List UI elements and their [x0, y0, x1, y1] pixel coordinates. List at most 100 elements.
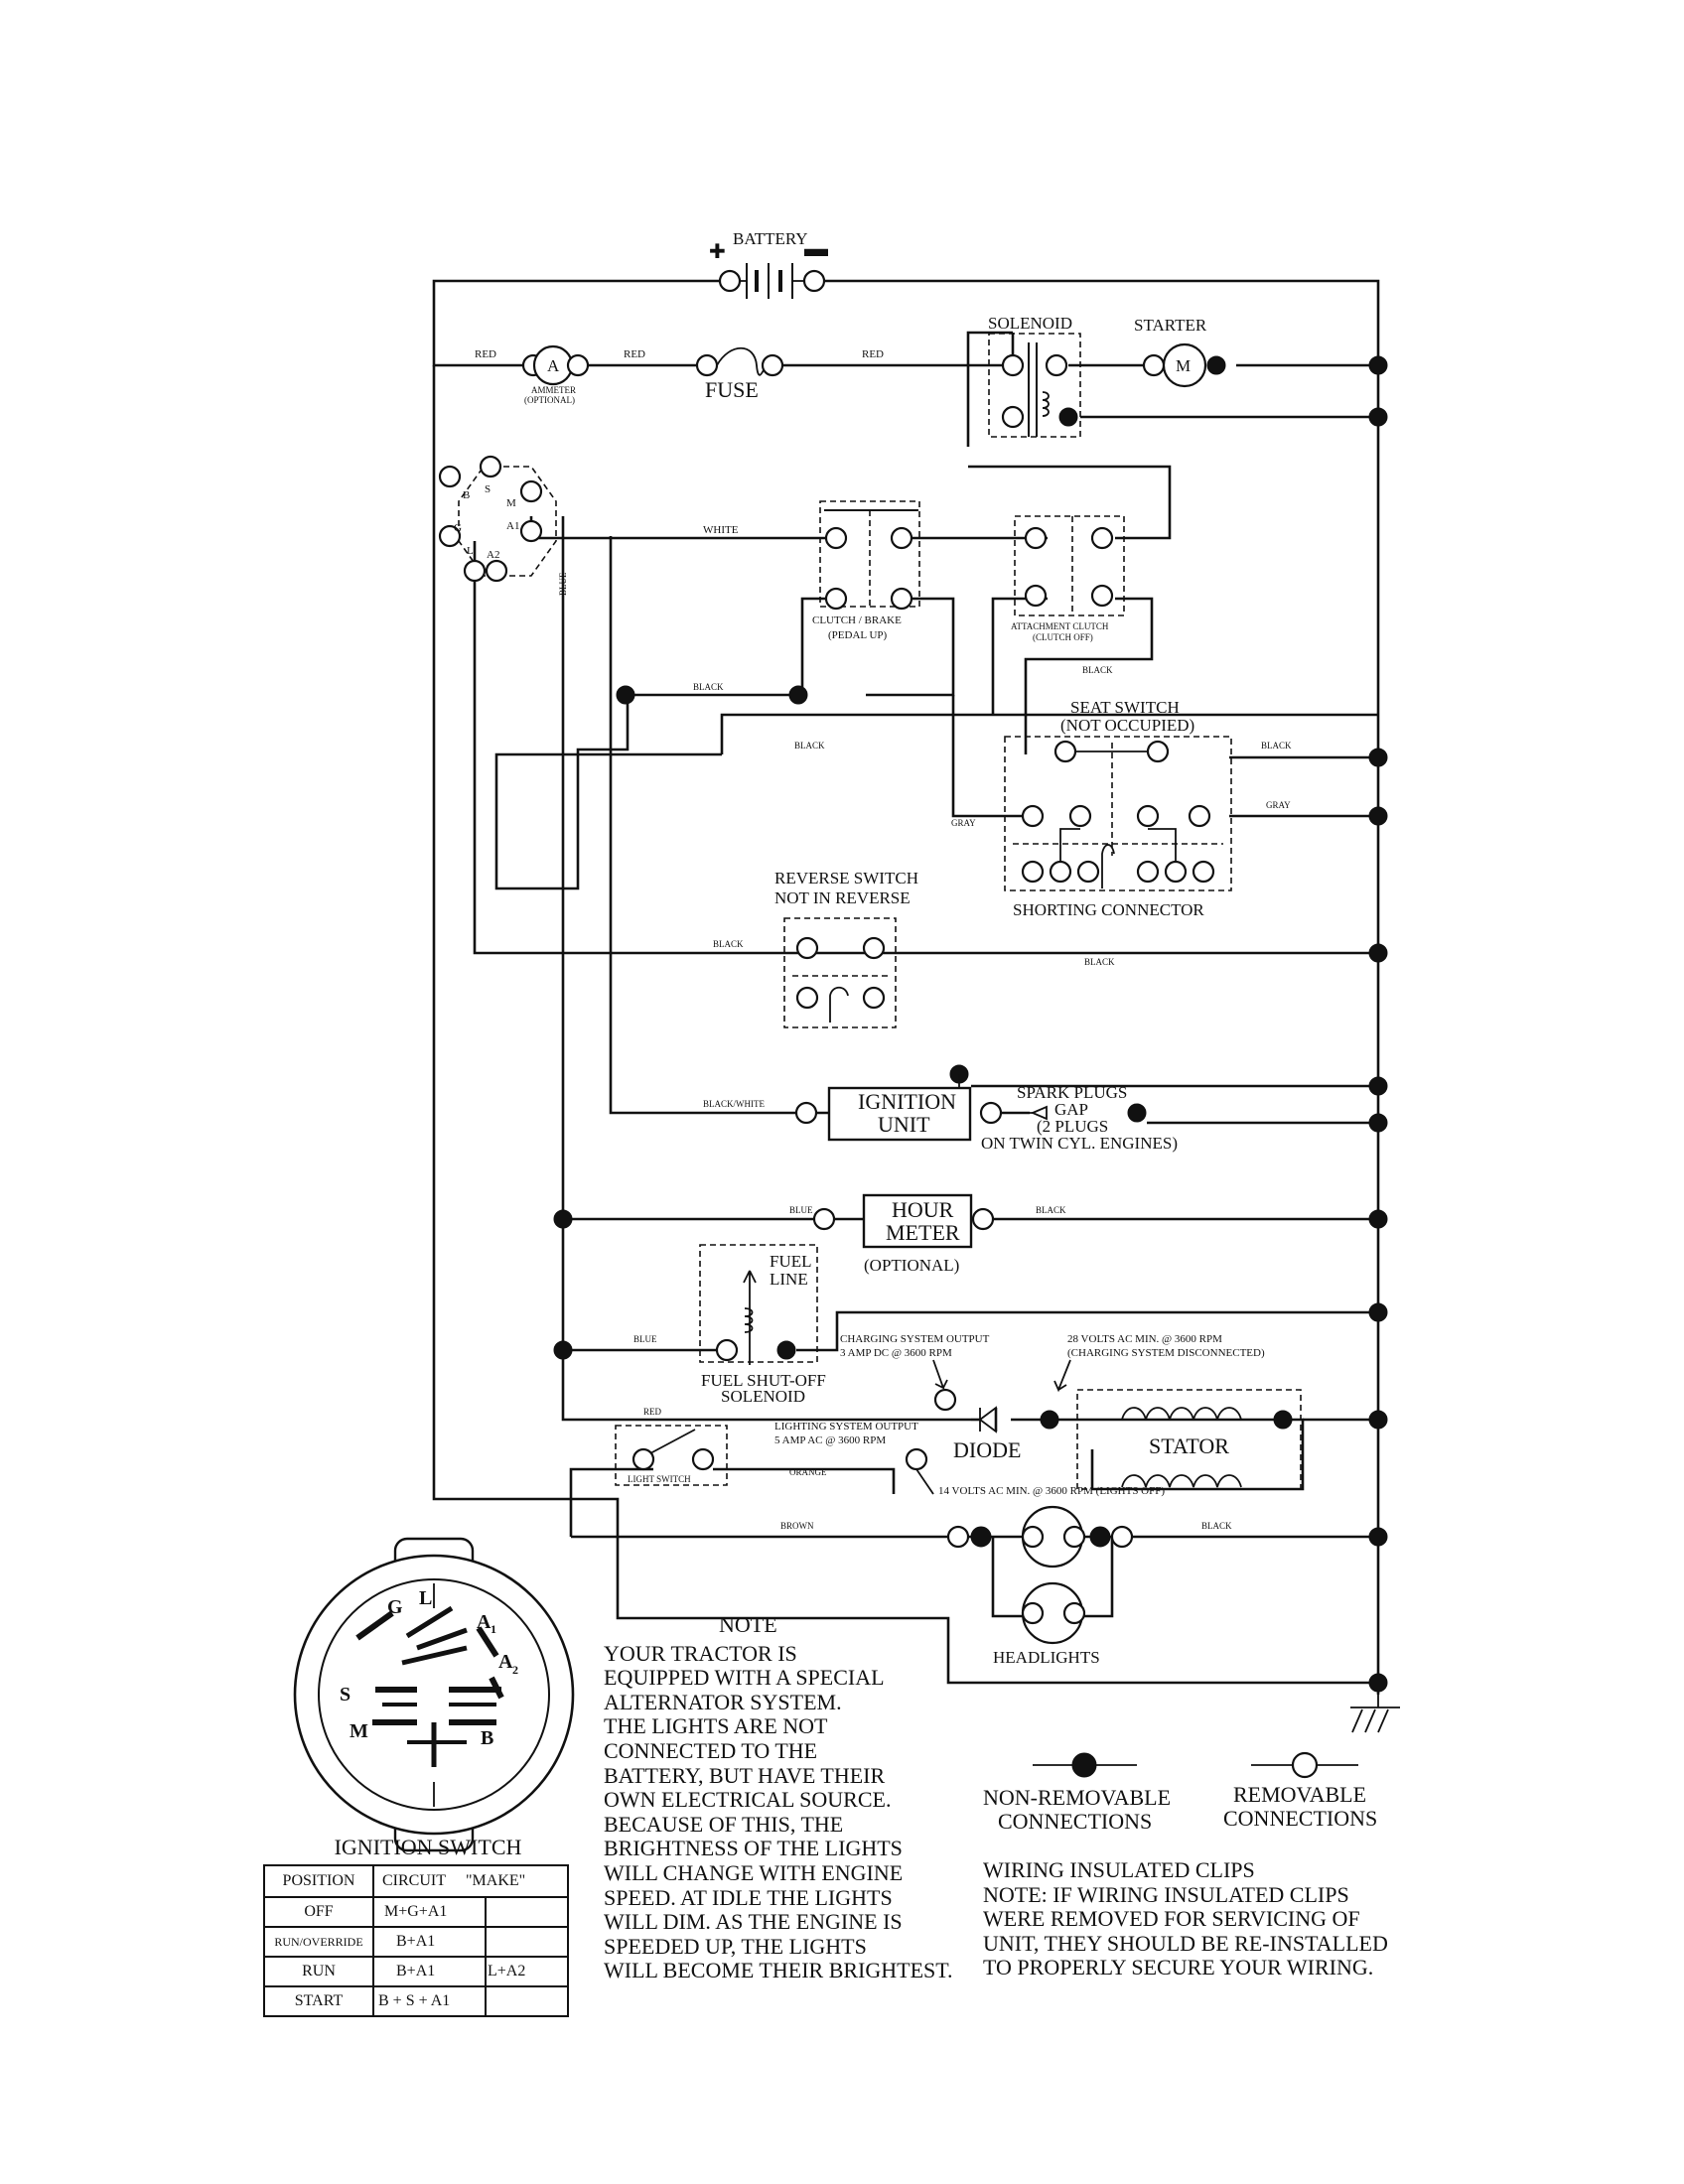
- svg-text:REMOVABLE: REMOVABLE: [1233, 1782, 1366, 1807]
- svg-text:LIGHTING SYSTEM OUTPUT: LIGHTING SYSTEM OUTPUT: [774, 1421, 918, 1433]
- svg-text:BLACK: BLACK: [1201, 1521, 1232, 1531]
- svg-text:SPARK PLUGS: SPARK PLUGS: [1017, 1083, 1127, 1102]
- svg-text:BLACK: BLACK: [693, 682, 724, 692]
- svg-text:NON-REMOVABLE: NON-REMOVABLE: [983, 1785, 1171, 1810]
- bus-junctions: [553, 355, 1400, 1733]
- clips-note-line: WIRING INSULATED CLIPS: [983, 1857, 1255, 1882]
- svg-text:(CHARGING SYSTEM DISCONNECTED): (CHARGING SYSTEM DISCONNECTED): [1067, 1347, 1265, 1359]
- svg-text:M: M: [506, 497, 516, 509]
- svg-text:A1: A1: [506, 520, 519, 532]
- note-line: THE LIGHTS ARE NOT: [604, 1713, 828, 1739]
- svg-text:RED: RED: [862, 348, 884, 360]
- svg-text:14 VOLTS AC MIN. @ 3600 RPM (L: 14 VOLTS AC MIN. @ 3600 RPM (LIGHTS OFF): [938, 1485, 1165, 1497]
- svg-text:B: B: [481, 1727, 493, 1749]
- svg-text:BLACK: BLACK: [713, 939, 744, 949]
- solenoid: SOLENOID: [988, 314, 1081, 438]
- note-line: CONNECTED TO THE: [604, 1737, 818, 1763]
- svg-text:RED: RED: [624, 348, 645, 360]
- svg-text:BLACK: BLACK: [794, 741, 825, 751]
- ammeter: RED A AMMETER (OPTIONAL): [475, 344, 590, 405]
- svg-text:(CLUTCH OFF): (CLUTCH OFF): [1033, 632, 1093, 642]
- svg-text:ON TWIN CYL. ENGINES): ON TWIN CYL. ENGINES): [981, 1134, 1178, 1153]
- svg-text:FUEL SHUT-OFF: FUEL SHUT-OFF: [701, 1371, 826, 1390]
- reverse-switch: REVERSE SWITCH NOT IN REVERSE BLACK BLAC…: [713, 869, 1115, 1028]
- svg-text:BROWN: BROWN: [780, 1521, 814, 1531]
- svg-text:METER: METER: [886, 1220, 960, 1245]
- shorting-connector-label: SHORTING CONNECTOR: [1013, 900, 1204, 919]
- note-line: BECAUSE OF THIS, THE: [604, 1811, 844, 1837]
- note-line: SPEEDED UP, THE LIGHTS: [604, 1933, 867, 1959]
- battery-label: BATTERY: [733, 229, 808, 248]
- note-line: OWN ELECTRICAL SOURCE.: [604, 1787, 892, 1813]
- svg-text:CONNECTIONS: CONNECTIONS: [1223, 1806, 1377, 1831]
- svg-text:(OPTIONAL): (OPTIONAL): [864, 1256, 959, 1275]
- ignition-switch-face: G L A 1 A 2 S M B: [293, 1537, 575, 1852]
- table-row: START B + S + A1: [263, 1985, 569, 2017]
- table-cell: RUN: [263, 1956, 374, 1987]
- svg-text:BLACK: BLACK: [1036, 1205, 1066, 1215]
- fuse-label: FUSE: [705, 377, 759, 402]
- note-line: SPEED. AT IDLE THE LIGHTS: [604, 1884, 893, 1910]
- svg-text:WHITE: WHITE: [703, 524, 739, 536]
- charging-system: CHARGING SYSTEM OUTPUT 3 AMP DC @ 3600 R…: [840, 1333, 1302, 1490]
- svg-text:(2 PLUGS: (2 PLUGS: [1037, 1117, 1108, 1136]
- svg-text:28 VOLTS AC MIN. @ 3600 RPM: 28 VOLTS AC MIN. @ 3600 RPM: [1067, 1333, 1222, 1345]
- svg-text:LIGHT SWITCH: LIGHT SWITCH: [628, 1474, 691, 1484]
- starter-motor-symbol: M: [1176, 356, 1191, 375]
- table-header-row: POSITION CIRCUIT "MAKE": [263, 1864, 569, 1898]
- svg-text:A: A: [477, 1611, 491, 1633]
- svg-text:G: G: [387, 1596, 403, 1618]
- svg-text:3 AMP DC @ 3600 RPM: 3 AMP DC @ 3600 RPM: [840, 1347, 952, 1359]
- svg-text:LINE: LINE: [770, 1270, 808, 1289]
- svg-text:BLACK/WHITE: BLACK/WHITE: [703, 1099, 765, 1109]
- table-cell: OFF: [263, 1896, 374, 1928]
- headlights: BROWN BLACK HEADLIGHTS: [780, 1505, 1232, 1667]
- svg-text:REVERSE SWITCH: REVERSE SWITCH: [774, 869, 918, 887]
- svg-text:NOT IN REVERSE: NOT IN REVERSE: [774, 888, 911, 907]
- light-switch: LIGHT SWITCH LIGHTING SYSTEM OUTPUT 5 AM…: [615, 1421, 1165, 1497]
- table-header: POSITION: [263, 1864, 374, 1898]
- svg-text:G: G: [454, 522, 462, 534]
- svg-text:BLUE: BLUE: [633, 1334, 657, 1344]
- svg-text:UNIT: UNIT: [878, 1112, 930, 1137]
- svg-text:S: S: [340, 1684, 351, 1706]
- svg-text:1: 1: [491, 1622, 496, 1636]
- table-cell: L+A2: [486, 1956, 569, 1987]
- svg-text:RED: RED: [475, 348, 496, 360]
- diode-label: DIODE: [953, 1437, 1021, 1462]
- ammeter-symbol: A: [547, 356, 560, 375]
- svg-text:SOLENOID: SOLENOID: [721, 1387, 805, 1406]
- table-cell: START: [263, 1985, 374, 2017]
- svg-text:B: B: [463, 489, 470, 501]
- note-line: BRIGHTNESS OF THE LIGHTS: [604, 1836, 903, 1861]
- note-title: NOTE: [719, 1612, 777, 1637]
- note-line: BATTERY, BUT HAVE THEIR: [604, 1762, 886, 1788]
- positive-terminal-icon: ✚: [709, 241, 726, 263]
- attachment-clutch-switch: ATTACHMENT CLUTCH (CLUTCH OFF) BLACK: [1011, 515, 1125, 675]
- svg-text:S: S: [485, 483, 491, 495]
- ignition-switch-terminals: B S M G A1 L A2 BLUE: [438, 455, 568, 596]
- svg-text:A: A: [498, 1651, 513, 1673]
- svg-text:HOUR: HOUR: [892, 1197, 954, 1222]
- svg-text:BLACK: BLACK: [1084, 957, 1115, 967]
- svg-text:CONNECTIONS: CONNECTIONS: [998, 1809, 1152, 1834]
- svg-text:A2: A2: [487, 549, 499, 561]
- table-cell: [486, 1926, 569, 1958]
- svg-text:BLACK: BLACK: [1082, 665, 1113, 675]
- table-row: OFF M+G+A1: [263, 1896, 569, 1928]
- svg-text:SEAT SWITCH: SEAT SWITCH: [1070, 698, 1180, 717]
- clips-note-line: TO PROPERLY SECURE YOUR WIRING.: [983, 1955, 1374, 1980]
- battery: BATTERY ✚ ▬: [709, 229, 828, 299]
- hour-meter: BLUE HOUR METER BLACK (OPTIONAL): [789, 1193, 1066, 1275]
- note-line: YOUR TRACTOR IS: [604, 1640, 797, 1666]
- clips-note-line: WERE REMOVED FOR SERVICING OF: [983, 1906, 1360, 1932]
- table-cell: M+G+A1: [372, 1896, 487, 1928]
- note-line: WILL CHANGE WITH ENGINE: [604, 1859, 904, 1885]
- headlights-label: HEADLIGHTS: [993, 1648, 1100, 1667]
- svg-text:GAP: GAP: [1054, 1100, 1088, 1119]
- starter-label: STARTER: [1134, 316, 1207, 335]
- svg-text:(NOT OCCUPIED): (NOT OCCUPIED): [1060, 716, 1194, 735]
- note-line: WILL BECOME THEIR BRIGHTEST.: [604, 1958, 953, 1983]
- solenoid-label: SOLENOID: [988, 314, 1072, 333]
